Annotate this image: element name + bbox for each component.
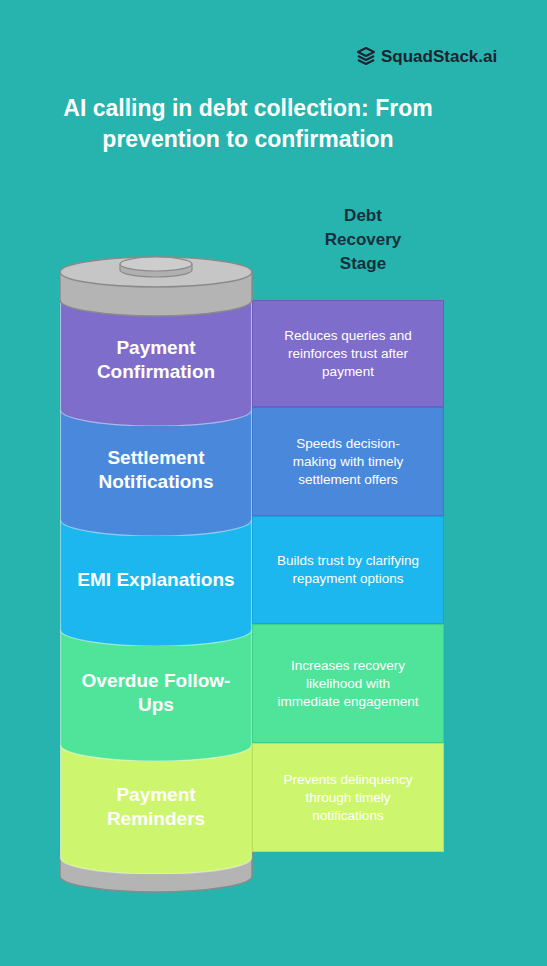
brand-logo: SquadStack.ai: [381, 46, 497, 68]
description-text: Reduces queries and reinforces trust aft…: [275, 327, 421, 381]
logo-icon: [356, 46, 376, 68]
cylinder-band: Payment Confirmation: [60, 300, 252, 426]
band-outline: [61, 630, 252, 761]
cylinder-band: EMI Explanations: [60, 520, 252, 646]
text-stack: Builds trust by clarifying repayment opt…: [275, 552, 421, 588]
description-box: Prevents delinquency through timely noti…: [252, 743, 444, 852]
column-heading: Debt Recovery Stage: [308, 204, 418, 276]
text-stack: Prevents delinquency through timely noti…: [275, 771, 421, 825]
diagram-title: AI calling in debt collection: From prev…: [30, 93, 466, 155]
text-stack: Speeds decision-making with timely settl…: [275, 435, 421, 489]
band-label: Payment Reminders: [74, 783, 238, 831]
description-box: Speeds decision-making with timely settl…: [252, 407, 444, 516]
band-outline: [61, 300, 252, 426]
description-text: Prevents delinquency through timely noti…: [275, 771, 421, 825]
cylinder-cap: [58, 250, 254, 330]
cylinder-band: Settlement Notifications: [60, 410, 252, 536]
band-outline: [61, 745, 252, 874]
description-box: Reduces queries and reinforces trust aft…: [252, 300, 444, 407]
description-box: Increases recovery likelihood with immed…: [252, 624, 444, 743]
description-text: Speeds decision-making with timely settl…: [275, 435, 421, 489]
band-outline: [61, 410, 252, 536]
description-text: Builds trust by clarifying repayment opt…: [275, 552, 421, 588]
text-stack: Reduces queries and reinforces trust aft…: [275, 327, 421, 381]
band-label: Settlement Notifications: [74, 446, 238, 494]
cylinder-band: Payment Reminders: [60, 745, 252, 874]
description-box: Builds trust by clarifying repayment opt…: [252, 516, 444, 624]
band-label: Overdue Follow-Ups: [74, 669, 238, 717]
description-text: Increases recovery likelihood with immed…: [275, 657, 421, 711]
band-label: Payment Confirmation: [74, 336, 238, 384]
band-outline: [61, 520, 252, 646]
cylinder-band: Overdue Follow-Ups: [60, 630, 252, 761]
text-stack: Increases recovery likelihood with immed…: [275, 657, 421, 711]
band-label: EMI Explanations: [74, 568, 238, 592]
